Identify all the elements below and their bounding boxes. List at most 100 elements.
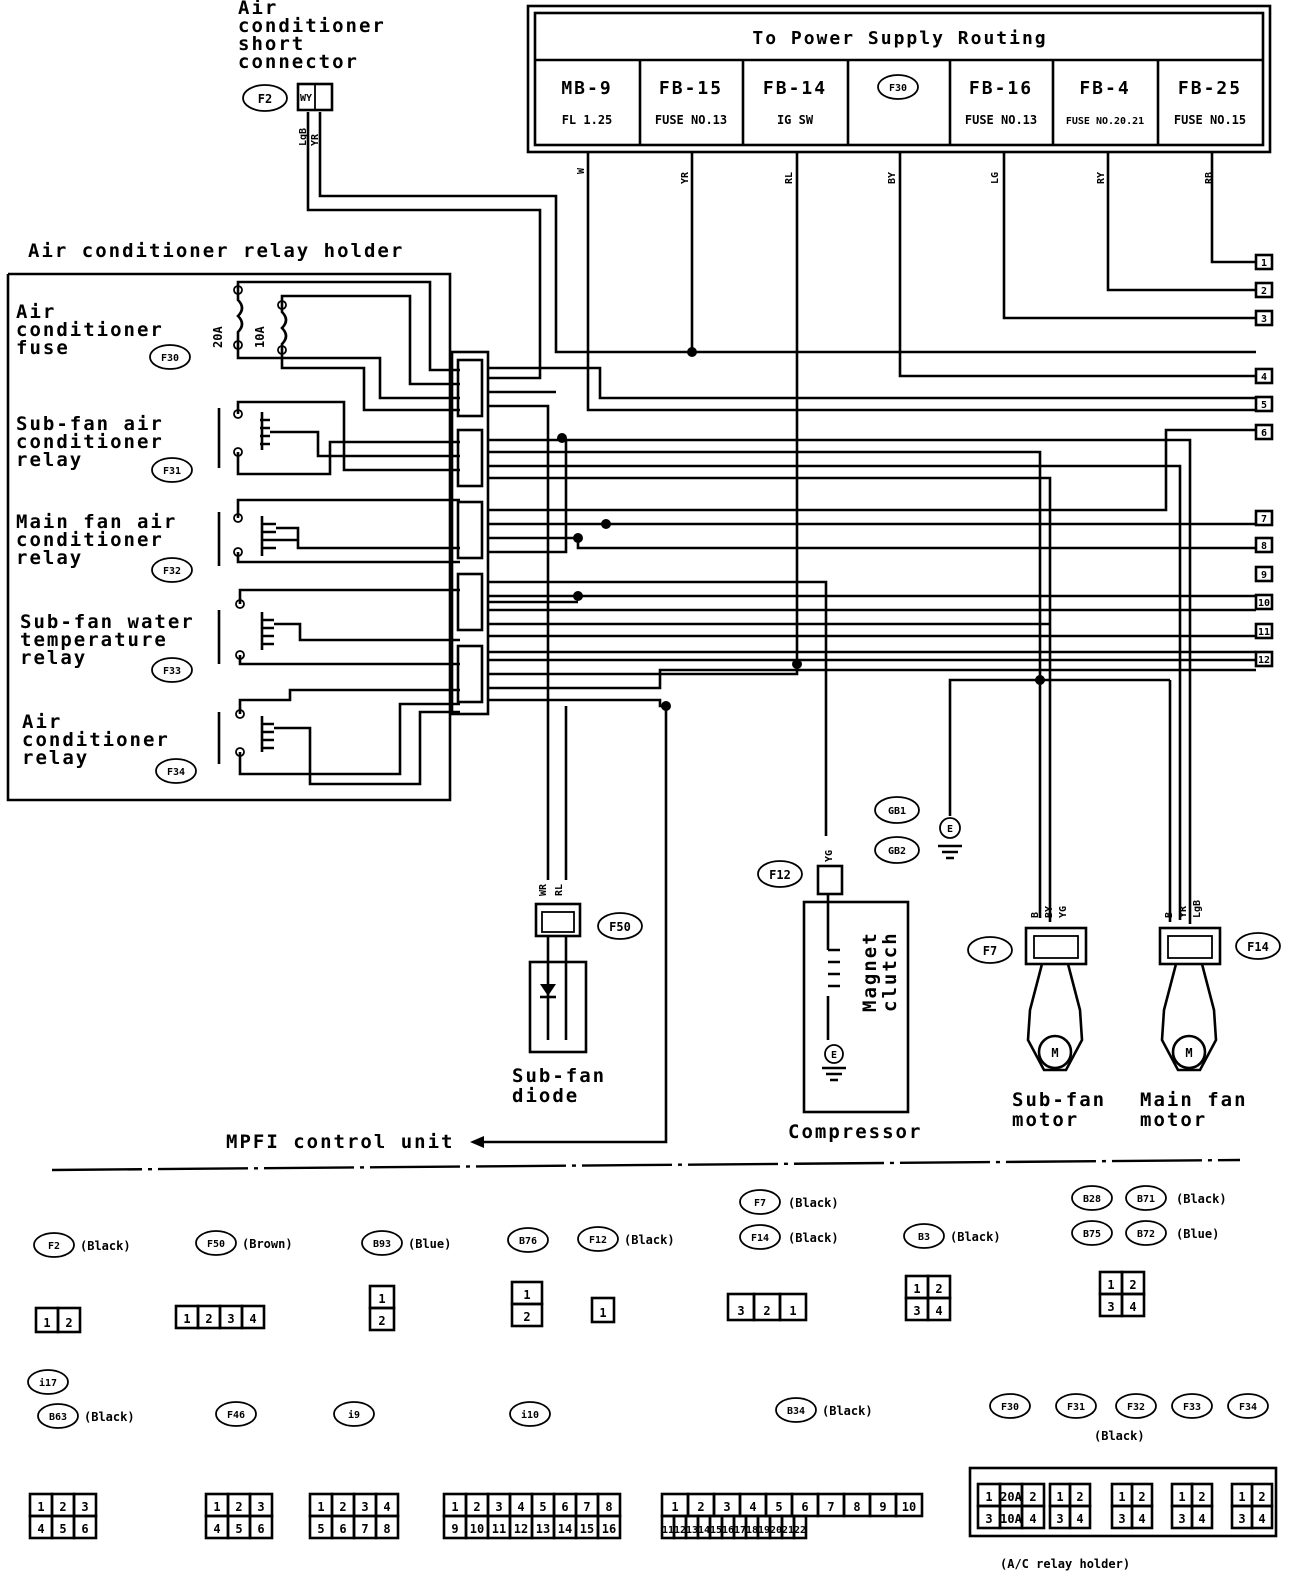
connector-pin: 18 (746, 1525, 758, 1536)
connector-pin: 7 (827, 1500, 834, 1514)
connector-pin-cell (1190, 1504, 1214, 1530)
connector-pin: 6 (801, 1500, 808, 1514)
connector-pin: 12 (514, 1522, 528, 1536)
connector-pin-cell (590, 1296, 616, 1324)
right-terminals: 1 2 3 4 5 6 7 8 9 10 11 12 (1254, 253, 1274, 668)
compressor-inner-label: clutch (879, 931, 901, 1012)
power-cell-bottom: FUSE NO.13 (965, 113, 1037, 127)
terminal-number: 7 (1261, 514, 1267, 525)
power-cell-bottom: FL 1.25 (562, 113, 613, 127)
connector-color: (Black) (80, 1239, 131, 1253)
sub-fan-diode: WR RL F50 Sub-fan diode (512, 883, 643, 1107)
sub-fan-connector-id: F7 (983, 944, 997, 958)
terminal-number: 1 (1261, 258, 1267, 269)
relay-label: relay (16, 449, 83, 471)
connector-pin-cell (374, 1514, 400, 1540)
connector-pin: 2 (59, 1500, 66, 1514)
connector-pin: 3 (1178, 1512, 1185, 1526)
connector-pin: 1 (37, 1500, 44, 1514)
power-cell-bottom: FUSE NO.13 (655, 113, 727, 127)
terminal-number: 8 (1261, 541, 1267, 552)
connector-id: F34 (1239, 1402, 1257, 1413)
connector-badge (195, 1230, 237, 1256)
connector-badge (1125, 1185, 1167, 1211)
connector-pin: 2 (697, 1500, 704, 1514)
connector-badge (903, 1223, 945, 1249)
fuse-label: fuse (16, 337, 70, 359)
main-fan-label: motor (1140, 1109, 1207, 1131)
connector-pin-cell (1068, 1504, 1092, 1530)
connector-pin-cell (778, 1292, 808, 1322)
connector-pin: 22 (794, 1525, 806, 1536)
relay-label: Air (22, 711, 62, 733)
relay-holder-caption: (A/C relay holder) (1000, 1557, 1130, 1571)
connector-pin: 2 (1129, 1278, 1136, 1292)
connector-pin: 6 (257, 1522, 264, 1536)
connector-pin: 5 (539, 1500, 546, 1514)
connector-pin-cell (1020, 1504, 1046, 1530)
terminal-number: 11 (1258, 627, 1270, 638)
connector-pin: 15 (580, 1522, 594, 1536)
connector-pin: 2 (1076, 1490, 1083, 1504)
connector-pin: 4 (213, 1522, 220, 1536)
connector-pin: 10A (1000, 1512, 1022, 1526)
connector-pin: 1 (1107, 1278, 1114, 1292)
connector-badge (577, 1226, 619, 1252)
connector-id: B28 (1083, 1194, 1101, 1205)
wire-label: YR (1178, 905, 1189, 918)
connector-pin-cell (72, 1514, 98, 1540)
diode-label: Sub-fan (512, 1065, 606, 1087)
power-title: To Power Supply Routing (752, 28, 1047, 49)
compressor-connector-id: F12 (769, 868, 791, 882)
power-cell-bottom: FUSE NO.20.21 (1066, 116, 1144, 127)
connector-id: F7 (754, 1198, 766, 1209)
fuse-id: F30 (161, 353, 179, 364)
relay-label: Sub-fan water (20, 611, 195, 633)
relay-label: relay (16, 547, 83, 569)
connector-pin: 3 (723, 1500, 730, 1514)
wire-label: YR (310, 133, 321, 146)
connector-badge (775, 1397, 817, 1423)
connector-pin: 1 (378, 1292, 385, 1306)
connector-badge (739, 1224, 781, 1250)
sub-fan-label: Sub-fan (1012, 1089, 1106, 1111)
relay-symbol (217, 408, 270, 468)
connector-pin: 2 (339, 1500, 346, 1514)
connector-pin: 1 (43, 1316, 50, 1330)
connector-pin: 20A (1000, 1490, 1022, 1504)
main-fan-connector-id: F14 (1247, 940, 1269, 954)
connector-pin-cell (240, 1304, 266, 1330)
connector-badge (1071, 1220, 1113, 1246)
connector-pin-cell (56, 1306, 82, 1334)
connector-pin: 2 (1258, 1490, 1265, 1504)
connector-badge (1115, 1393, 1157, 1419)
section-divider (51, 1158, 1241, 1172)
connector-pin-cell (510, 1302, 544, 1328)
terminal-number: 10 (1258, 598, 1270, 609)
connector-id: B93 (373, 1239, 391, 1250)
connector-pin: 19 (758, 1525, 770, 1536)
connector-pin: 21 (782, 1525, 794, 1536)
wire-label: RL (554, 884, 565, 896)
relay-id: F33 (163, 666, 181, 677)
connector-pin-cell (368, 1306, 396, 1332)
connector-pin: 1 (789, 1304, 796, 1318)
power-cell-top: FB-15 (659, 78, 723, 99)
connector-pin: 1 (213, 1500, 220, 1514)
ground-symbol: E (947, 824, 953, 835)
ground-symbol: E (831, 1050, 837, 1061)
short-connector-label: Air (238, 0, 278, 19)
connector-pin: 1 (599, 1306, 606, 1320)
connector-pin: 10 (902, 1500, 916, 1514)
connector-color: (Blue) (1176, 1227, 1219, 1241)
relay-label: temperature (20, 629, 168, 651)
power-supply-box: To Power Supply Routing MB-9 FL 1.25 FB-… (526, 4, 1272, 154)
connector-id: F46 (227, 1410, 245, 1421)
connector-pin-cell (1120, 1292, 1146, 1318)
connector-pin: 5 (235, 1522, 242, 1536)
connector-id: B3 (918, 1232, 930, 1243)
short-connector-label: conditioner (238, 15, 386, 37)
connector-id: B75 (1083, 1229, 1101, 1240)
